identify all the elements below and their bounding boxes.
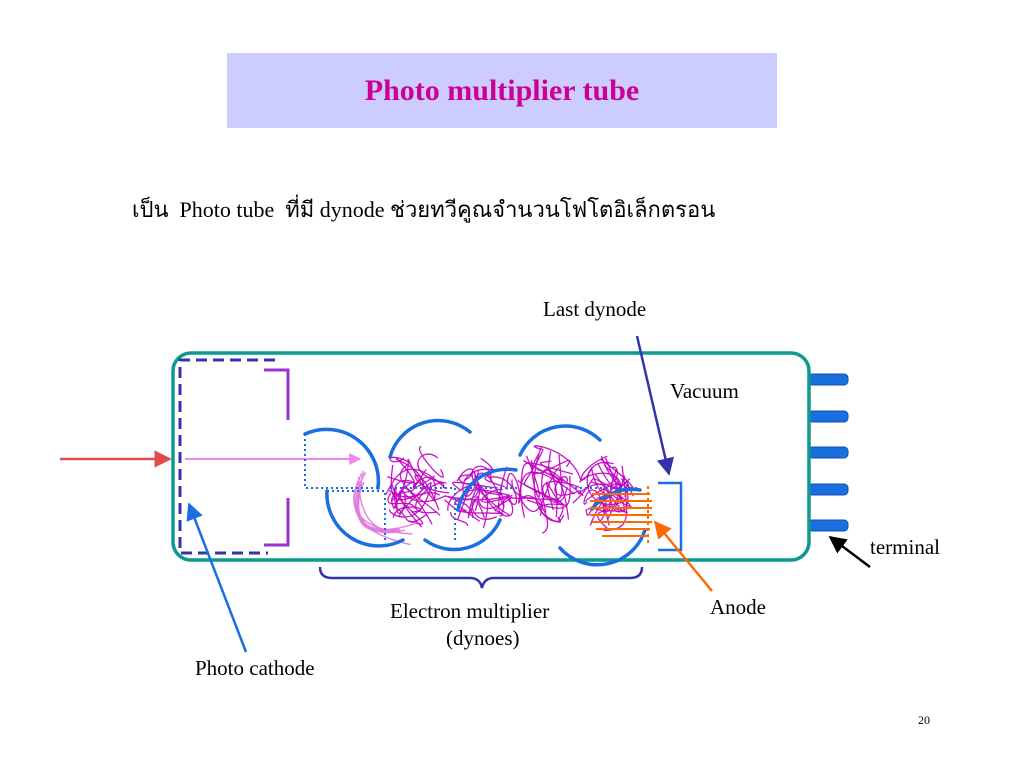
electron-multiplier-brace [318, 566, 644, 589]
terminal-pointer [828, 535, 871, 568]
photo-cathode-pointer [186, 502, 248, 653]
label-vacuum: Vacuum [670, 379, 739, 403]
anode-pointer [653, 520, 713, 592]
last-dynode-shape [658, 481, 683, 552]
focusing-electrode [264, 368, 290, 547]
dynodes [303, 418, 647, 567]
label-anode: Anode [710, 595, 766, 619]
label-electron-multiplier: Electron multiplier [390, 599, 550, 623]
slide-title: Photo multiplier tube [364, 74, 640, 107]
anode-lines [590, 493, 652, 537]
last-dynode-pointer [635, 335, 674, 476]
photo-cathode-shape [178, 358, 275, 555]
label-dynodes: (dynoes) [446, 626, 520, 650]
dynode-guides [304, 434, 640, 540]
label-terminal: terminal [870, 535, 940, 559]
slide-subtitle: เป็น Photo tube ที่มี dynode ช่วยทวีคูณจ… [132, 197, 716, 222]
label-last-dynode: Last dynode [543, 297, 647, 321]
terminal-pins [807, 373, 849, 532]
page-number: 20 [918, 713, 930, 727]
label-photo-cathode: Photo cathode [195, 656, 315, 680]
title-banner: Photo multiplier tube [227, 53, 777, 128]
